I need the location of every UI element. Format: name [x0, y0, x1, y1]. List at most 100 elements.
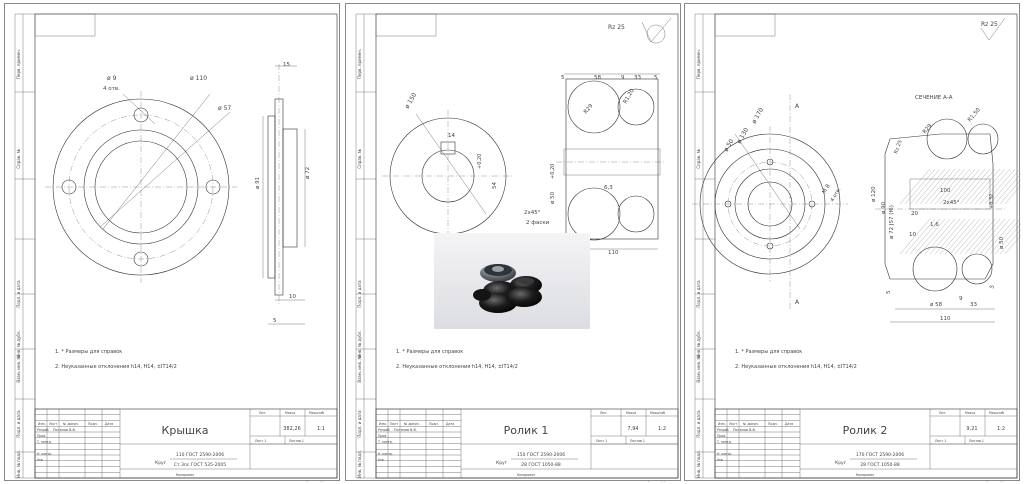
- title-row-label: Утв.: [717, 458, 724, 462]
- format-label: Формат А4: [986, 481, 1004, 482]
- title-row-label: Т. контр.: [36, 440, 52, 444]
- lit-label: Лит.: [259, 411, 266, 415]
- hatch-line: [1004, 185, 1021, 205]
- dim-chamfer: 2х45°: [524, 210, 541, 216]
- title-row-label: Утв.: [378, 458, 385, 462]
- side-field-label: Перв. примен.: [357, 49, 362, 79]
- dim-bottom-width: 10: [289, 294, 296, 300]
- sheet-number: Лист 1: [596, 439, 607, 443]
- title-col-header: Дата: [446, 422, 454, 426]
- title-col-header: № докум.: [743, 422, 759, 426]
- note-1: 1. * Размеры для справок: [735, 349, 802, 355]
- groove-top-1: [567, 80, 621, 134]
- dim-20: 20: [911, 211, 918, 217]
- section-groove-1: [926, 118, 968, 160]
- side-hub: [267, 115, 276, 279]
- rz-local: Rz 25: [893, 139, 903, 154]
- material-prefix: Круг: [835, 460, 847, 466]
- sheet-number: Лист 1: [255, 439, 266, 443]
- side-field-label: Перв. примен.: [16, 49, 21, 79]
- dim-d130: ø 130: [736, 127, 751, 145]
- title-row-label: Пров.: [378, 434, 387, 438]
- hatch-line: [919, 218, 951, 255]
- scale-value: 1:2: [997, 426, 1005, 432]
- section-body: [884, 133, 994, 280]
- drawing-frame: [34, 13, 338, 479]
- side-field-label: Подп. и дата: [696, 280, 701, 308]
- hatch-line: [944, 218, 976, 255]
- dim-r29: R29: [583, 103, 595, 116]
- dim-d91: ø 91: [255, 177, 261, 189]
- dim-total: 110: [940, 316, 951, 322]
- hatch-line: [994, 173, 1021, 205]
- lit-label: Лит.: [600, 411, 607, 415]
- dim-total: 110: [608, 250, 619, 256]
- bolt-hole: [205, 179, 221, 195]
- mass-value: 9,21: [966, 426, 977, 432]
- dim-d120: ø 120: [871, 186, 877, 202]
- top-left-box: [714, 13, 776, 37]
- title-row-label: Пров.: [717, 434, 726, 438]
- section-groove-2: [967, 123, 999, 155]
- hatch-line: [949, 168, 981, 205]
- side-field-label: Подп. и дата: [357, 410, 362, 438]
- mass-label: Масса: [285, 411, 295, 415]
- side-field-label: Справ. №: [357, 149, 362, 168]
- mass-label: Масса: [965, 411, 975, 415]
- hatch-line: [934, 218, 966, 255]
- side-field-label: Справ. №: [16, 149, 21, 168]
- scale-label: Масштаб: [309, 411, 324, 415]
- material-line2: 28 ГОСТ 1050-88: [860, 462, 900, 468]
- title-row-label: Разраб.: [378, 428, 391, 432]
- hatch-line: [909, 168, 941, 205]
- hatch-line: [994, 223, 1021, 255]
- hatch-line: [999, 179, 1021, 205]
- hatch-line: [919, 168, 951, 205]
- roughness-check: [980, 17, 1006, 41]
- dim-10: 10: [909, 232, 916, 238]
- dim-leader: [122, 93, 156, 125]
- section-groove-3: [912, 246, 958, 292]
- hatch-line: [899, 218, 931, 255]
- title-col-header: Лист: [49, 422, 57, 426]
- side-boss: [282, 128, 298, 248]
- title-col-header: Подп.: [88, 422, 98, 426]
- material-line1: 110 ГОСТ 2590-2006: [176, 452, 224, 458]
- side-field-label: Подп. и дата: [357, 280, 362, 308]
- dim-d50: ø 50: [550, 191, 556, 204]
- title-col-header: Дата: [785, 422, 793, 426]
- roughness-mark: Rz 25: [608, 24, 625, 31]
- hatch-line: [969, 168, 1001, 205]
- side-field-label: Инв. № дубл.: [16, 330, 21, 357]
- side-field-label: Перв. примен.: [696, 49, 701, 79]
- scale-value: 1:1: [317, 426, 325, 432]
- groove-bottom-2: [617, 195, 655, 233]
- hatch-line: [939, 218, 971, 255]
- dim-m8: М 8: [822, 183, 832, 195]
- dim-r150: R1,50: [967, 107, 982, 124]
- material-prefix: Круг: [496, 460, 508, 466]
- dim-58: ø 58: [930, 302, 943, 308]
- title-row-label: Т. контр.: [377, 440, 393, 444]
- dim-holes: ø 9: [107, 75, 117, 82]
- title-row-label: Н. контр.: [378, 452, 393, 456]
- side-field-label: Подп. и дата: [696, 410, 701, 438]
- hatch-line: [989, 218, 1021, 255]
- title-col-header: Изм.: [379, 422, 387, 426]
- dim-key-width: 14: [448, 133, 455, 139]
- side-field-label: Взам. инв. №: [696, 355, 701, 382]
- mass-label: Масса: [626, 411, 636, 415]
- lit-label: Лит.: [939, 411, 946, 415]
- dim-9: 9: [959, 296, 963, 302]
- dim-d50: ø 50: [999, 236, 1005, 249]
- title-col-header: Изм.: [38, 422, 46, 426]
- hatch-line: [929, 218, 961, 255]
- scale-value: 1:2: [658, 426, 666, 432]
- material-line2: Ст.3пс ГОСТ 535-2005: [174, 462, 226, 468]
